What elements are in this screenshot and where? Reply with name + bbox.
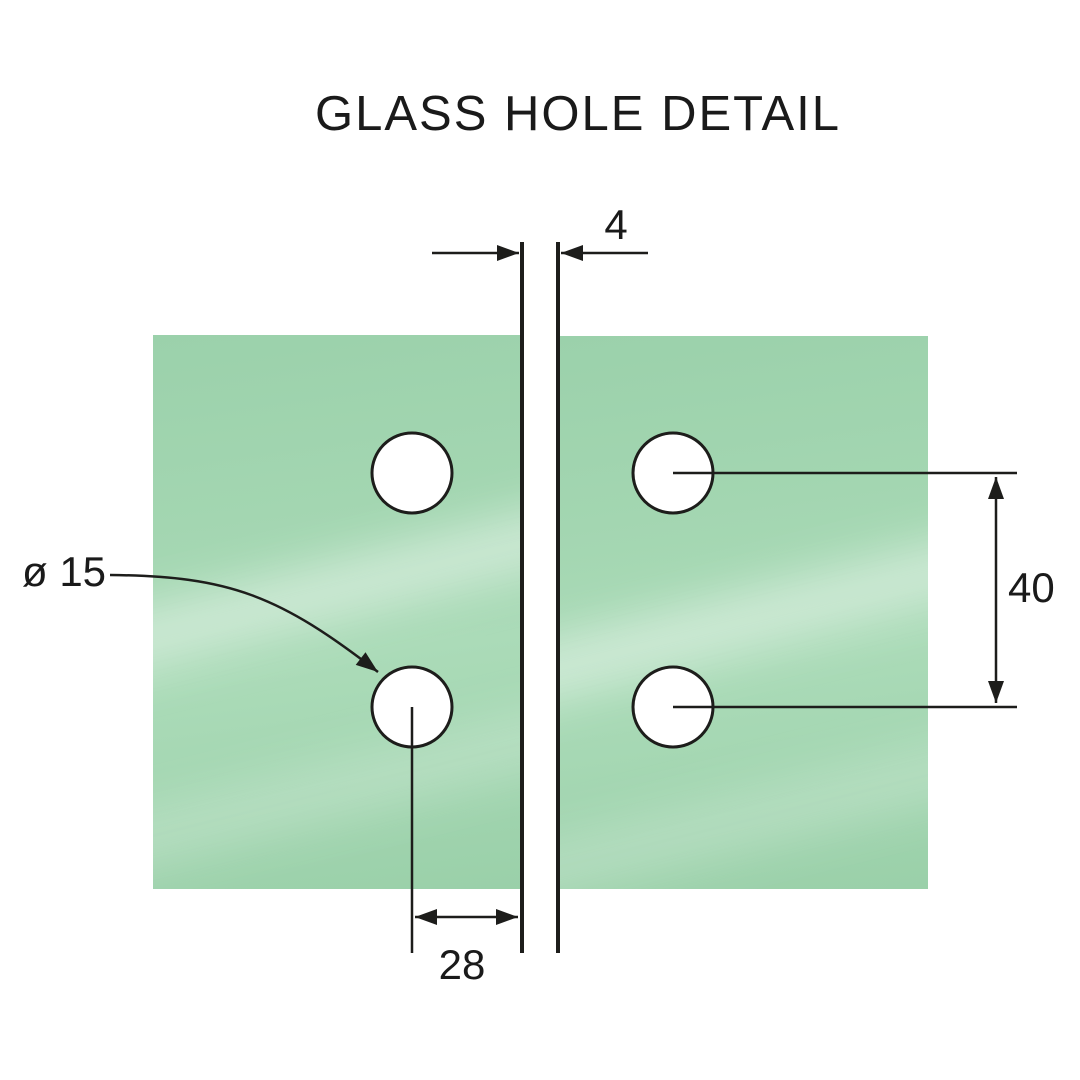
vertical-spacing-label: 40 [1008,564,1055,611]
hole-top-left [370,431,454,515]
glass-panel-left [153,335,520,889]
page-title: GLASS HOLE DETAIL [315,87,841,141]
diameter-leader-arrow [109,573,379,673]
glass-panel-right [560,336,928,889]
gap-dimension-label: 4 [604,201,628,248]
edge-distance-label: 28 [438,941,486,988]
hole-diameter-label: ø 15 [22,548,107,595]
